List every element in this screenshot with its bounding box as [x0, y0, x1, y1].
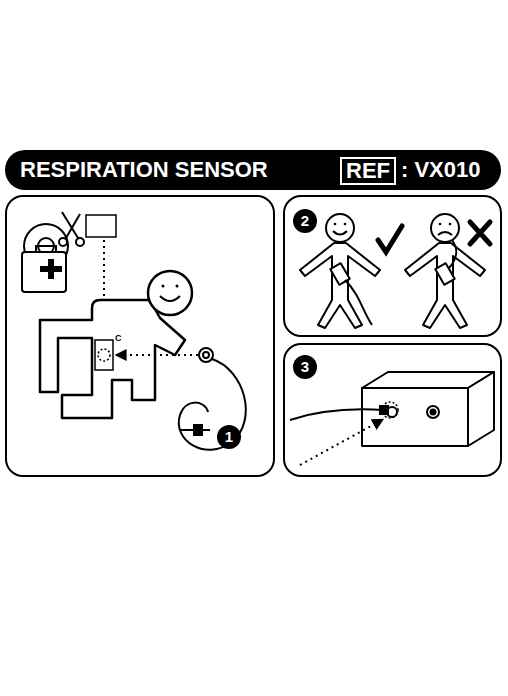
dotted-arrow: [300, 420, 382, 465]
reference-box: REF: [340, 157, 396, 185]
correct-placement-figure: [300, 214, 380, 328]
first-aid-kit: [22, 224, 68, 292]
callout-circle: 1: [217, 425, 241, 449]
callout-number: 1: [225, 428, 233, 445]
scissors: [59, 212, 84, 246]
reference-label: REF: [346, 158, 390, 183]
callout-circle: 2: [293, 209, 317, 233]
step-panel: 2: [283, 195, 502, 337]
sensor-marking: C: [115, 333, 122, 343]
callout-circle: 3: [293, 355, 317, 379]
cross-mark: [470, 222, 490, 244]
title-band: [5, 150, 501, 190]
step-panel: 1: [5, 195, 275, 477]
check-mark: [378, 226, 402, 252]
reference-code: : VX010: [401, 157, 481, 183]
dotted-arrow: [117, 354, 198, 356]
respiration-sensor: [95, 340, 113, 370]
callout-number: 2: [301, 212, 309, 229]
title-text: RESPIRATION SENSOR: [20, 157, 268, 183]
adhesive-patch: [86, 215, 116, 237]
step-panel: 3: [283, 343, 502, 477]
monitor-device: [362, 372, 494, 446]
callout-number: 3: [301, 358, 309, 375]
incorrect-placement-figure: [405, 214, 485, 328]
person-figure: [40, 271, 192, 418]
sensor-tube: [179, 348, 246, 450]
sensor-cable: [290, 402, 398, 420]
